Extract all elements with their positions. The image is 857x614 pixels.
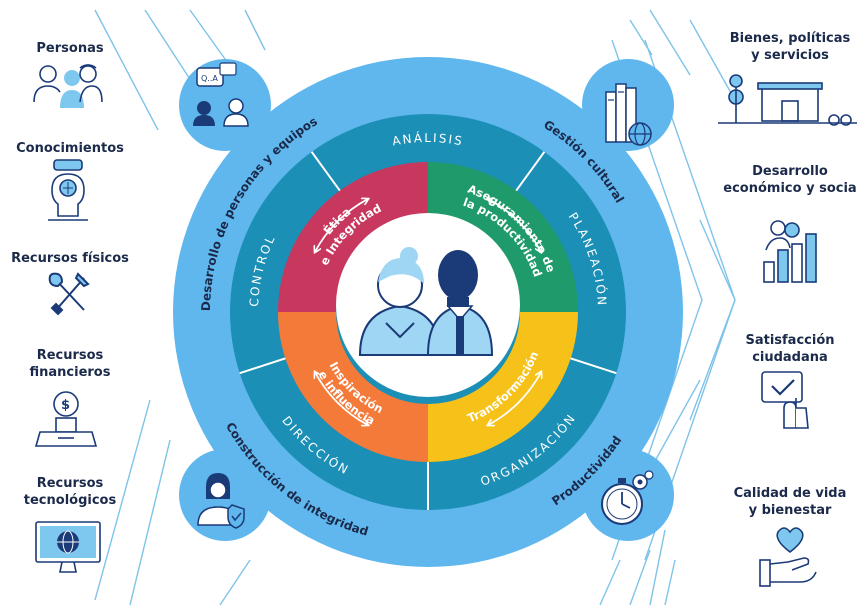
input-label-recursos-tecnologicos: Recursos tecnológicos — [23, 476, 117, 508]
svg-text:Q..A: Q..A — [201, 74, 218, 83]
hand-heart-icon — [759, 527, 817, 587]
inner-segment-transformacion — [428, 312, 578, 462]
books-globe-icon — [605, 83, 652, 146]
money-box-icon: $ — [34, 391, 98, 447]
input-label-recursos-fisicos: Recursos físicos — [11, 251, 129, 266]
people-group-icon — [33, 64, 103, 108]
cycle-arrow — [315, 198, 369, 252]
person-shield-icon — [197, 473, 245, 529]
head-brain-icon — [48, 159, 88, 221]
center-people-icon — [358, 247, 494, 356]
output-label-bienes: Bienes, políticas y servicios — [729, 31, 851, 63]
svg-text:$: $ — [61, 398, 70, 413]
computer-globe-icon — [35, 521, 101, 573]
building-tree-icon — [718, 74, 857, 126]
input-label-personas: Personas — [36, 41, 104, 56]
team-chat-icon: Q..A — [193, 62, 249, 127]
inner-ring-segments — [278, 162, 578, 462]
inner-segment-etica — [278, 162, 428, 312]
input-label-recursos-financieros: Recursos financieros — [29, 348, 111, 380]
checkbox-hand-icon — [761, 371, 809, 429]
wrench-screwdriver-icon — [48, 272, 90, 316]
cycle-arrow — [487, 372, 541, 426]
center-disc — [336, 213, 520, 397]
middle-label-analisis: ANÁLISIS — [391, 130, 465, 149]
output-label-desarrollo: Desarrollo económico y socia — [723, 164, 857, 196]
inner-cycle-arrows — [315, 199, 541, 425]
output-label-calidad: Calidad de vida y bienestar — [733, 486, 847, 518]
cycle-arrow — [488, 199, 542, 253]
output-label-satisfaccion: Satisfacción ciudadana — [745, 333, 835, 365]
input-label-conocimientos: Conocimientos — [16, 141, 124, 156]
inner-segment-inspiracion — [278, 312, 428, 462]
stopwatch-gears-icon — [601, 470, 654, 525]
cycle-arrow — [314, 371, 368, 425]
inner-segment-aseguramiento — [428, 162, 578, 312]
growth-chart-people-icon — [763, 220, 817, 283]
